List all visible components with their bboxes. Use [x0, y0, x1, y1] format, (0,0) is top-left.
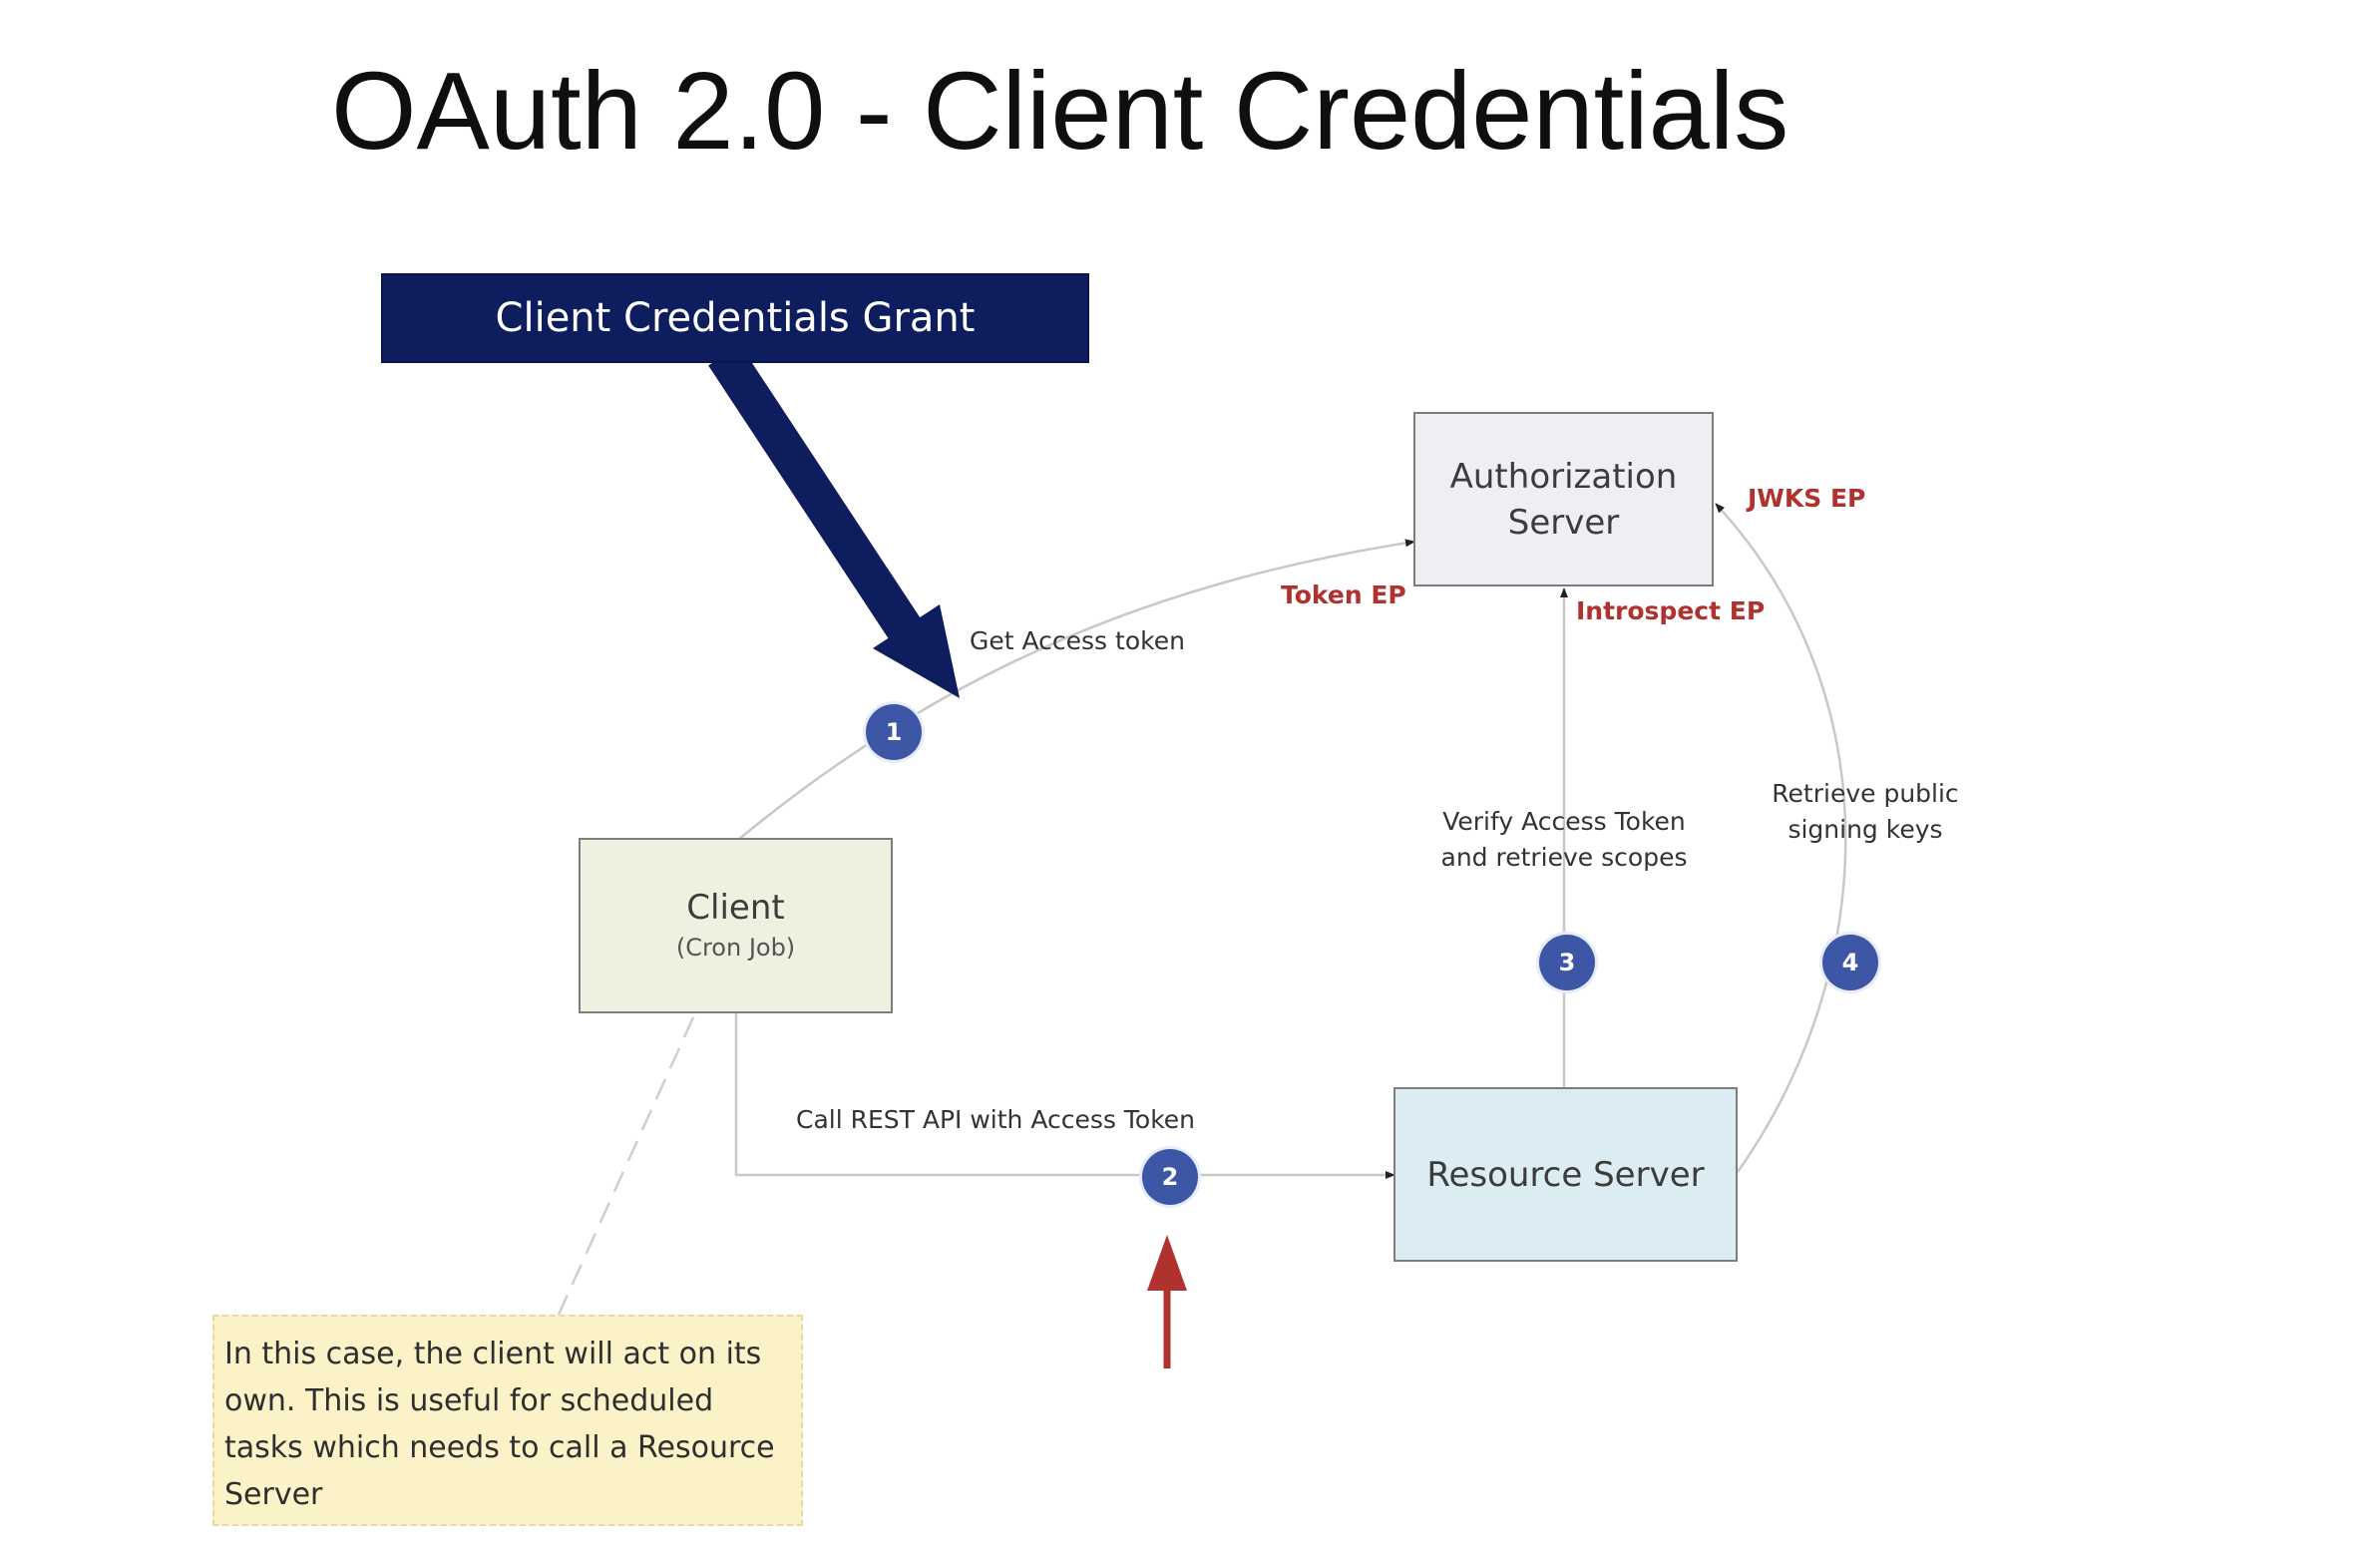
verify-label-line-1: Verify Access Token — [1442, 807, 1686, 836]
step-badge-2: 2 — [1142, 1149, 1198, 1205]
introspect-ep-label: Introspect EP — [1576, 596, 1766, 625]
step-badge-1: 1 — [866, 704, 922, 760]
retrieve-keys-label: Retrieve public signing keys — [1716, 776, 2015, 848]
step-badge-4: 4 — [1822, 935, 1878, 990]
slide-title: OAuth 2.0 - Client Credentials — [331, 50, 1789, 173]
auth-server-label-2: Server — [1507, 502, 1620, 543]
get-token-label: Get Access token — [970, 626, 1185, 655]
jwks-ep-label: JWKS EP — [1748, 484, 1866, 513]
call-api-label: Call REST API with Access Token — [796, 1105, 1196, 1134]
edge-call-api — [734, 1013, 1395, 1179]
note-box: In this case, the client will act on its… — [212, 1315, 803, 1526]
auth-server-label-1: Authorization — [1449, 456, 1678, 497]
grant-banner: Client Credentials Grant — [381, 273, 1089, 363]
authorization-server-box: Authorization Server — [1413, 412, 1714, 586]
edge-retrieve-keys — [1715, 503, 1847, 1173]
retrieve-keys-line-1: Retrieve public — [1772, 779, 1959, 808]
edge-get-token — [737, 539, 1415, 841]
resource-server-label: Resource Server — [1426, 1154, 1705, 1195]
retrieve-keys-line-2: signing keys — [1787, 815, 1943, 844]
note-line-2: own. This is useful for scheduled — [224, 1383, 714, 1418]
client-sublabel: (Cron Job) — [675, 934, 796, 962]
red-pointer-arrow — [1147, 1235, 1187, 1368]
step-badge-3: 3 — [1539, 935, 1595, 990]
navy-arrow — [708, 344, 960, 698]
verify-label: Verify Access Token and retrieve scopes — [1404, 804, 1724, 876]
resource-server-box: Resource Server — [1393, 1087, 1738, 1262]
client-label: Client — [686, 888, 785, 928]
note-line-1: In this case, the client will act on its — [224, 1337, 762, 1371]
note-connector — [557, 1016, 695, 1316]
note-line-3: tasks which needs to call a Resource — [224, 1430, 775, 1465]
verify-label-line-2: and retrieve scopes — [1440, 843, 1688, 872]
client-box: Client (Cron Job) — [579, 838, 893, 1013]
grant-banner-label: Client Credentials Grant — [495, 295, 976, 341]
note-line-4: Server — [224, 1477, 323, 1512]
token-ep-label: Token EP — [1281, 581, 1406, 609]
